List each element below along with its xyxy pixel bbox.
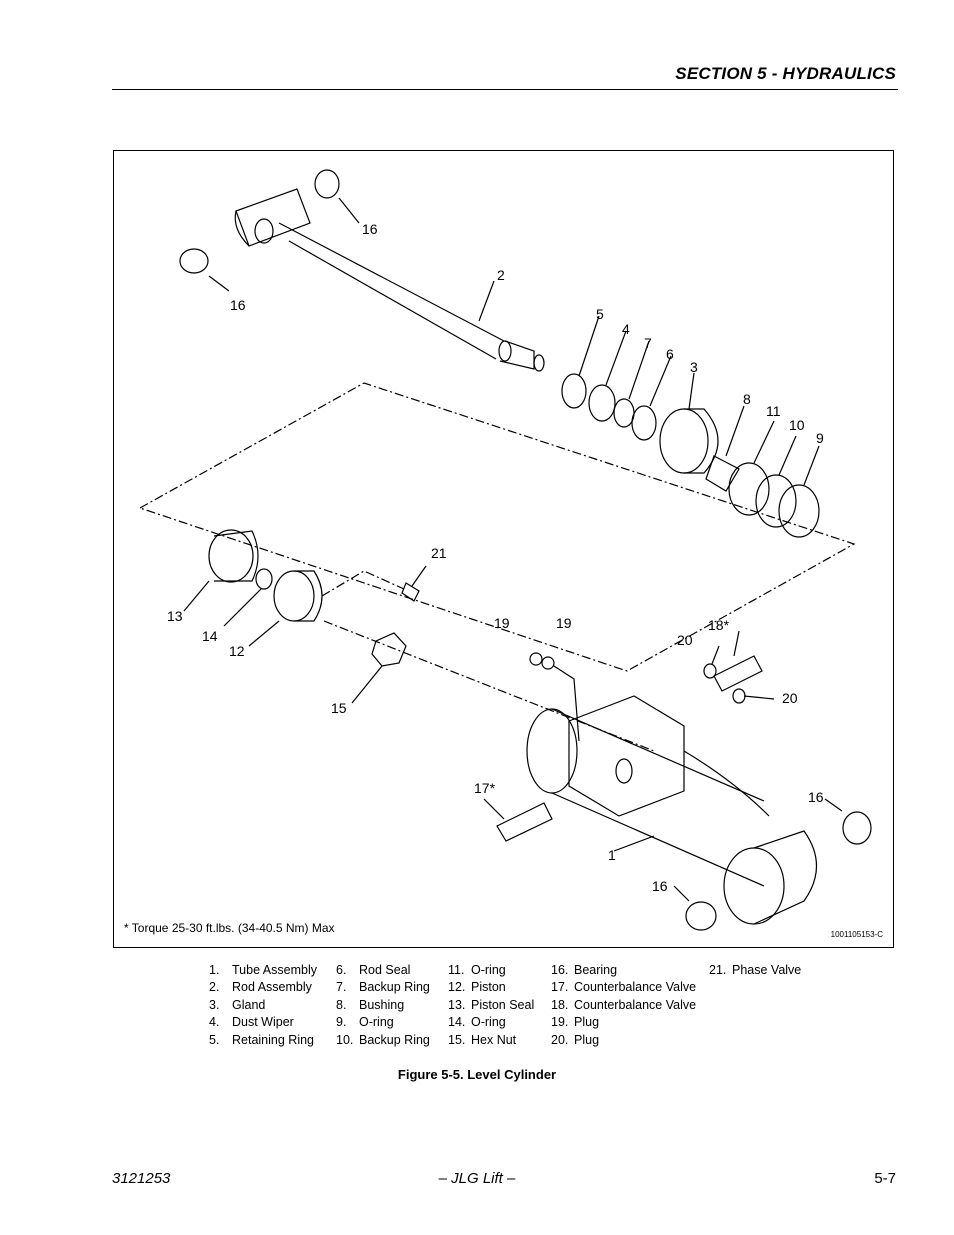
callout-18: 18* <box>708 617 730 633</box>
legend-column: 6.Rod Seal 7.Backup Ring 8.Bushing 9.O-r… <box>336 962 430 1049</box>
plug-19a <box>529 652 543 666</box>
piston-seal <box>208 529 254 583</box>
legend-item: 5.Retaining Ring <box>209 1032 314 1047</box>
page-number: 5-7 <box>874 1170 896 1187</box>
legend-item: 9.O-ring <box>336 1015 394 1030</box>
o-ring-9 <box>778 484 820 538</box>
legend-item: 11.O-ring <box>448 963 506 977</box>
counterbalance-valve-18 <box>713 655 763 692</box>
callout-17: 17* <box>474 780 496 796</box>
callout-14: 14 <box>202 628 218 644</box>
tube-eye <box>723 847 785 925</box>
torque-note: * Torque 25-30 ft.lbs. (34-40.5 Nm) Max <box>124 921 335 935</box>
plug-20a <box>703 663 717 679</box>
legend-item: 4.Dust Wiper <box>209 1015 294 1030</box>
legend-column: 21.Phase Valve <box>709 962 801 979</box>
callout-20: 20 <box>782 690 798 706</box>
header-rule <box>112 89 898 90</box>
callout-16: 16 <box>652 878 668 894</box>
o-ring-11 <box>728 462 770 516</box>
callout-19: 19 <box>556 615 572 631</box>
gland <box>659 408 709 474</box>
footer-company: – JLG Lift – <box>438 1170 516 1187</box>
section-title: SECTION 5 - HYDRAULICS <box>675 64 896 83</box>
legend-column: 11.O-ring 12.Piston 13.Piston Seal 14.O-… <box>448 962 534 1049</box>
legend-item: 2.Rod Assembly <box>209 980 312 995</box>
legend-column: 16.Bearing 17.Counterbalance Valve 18.Co… <box>551 962 696 1049</box>
legend-item: 21.Phase Valve <box>709 963 802 977</box>
legend-item: 20.Plug <box>551 1032 600 1047</box>
legend-item: 3.Gland <box>209 997 266 1012</box>
hex-nut <box>371 632 407 667</box>
legend-item: 14.O-ring <box>448 1015 506 1030</box>
callout-9: 9 <box>816 430 824 446</box>
callout-20: 20 <box>677 632 693 648</box>
rod-eye-bore <box>254 218 274 244</box>
counterbalance-valve-17 <box>496 802 553 842</box>
plug-20b <box>732 688 746 704</box>
callout-12: 12 <box>229 643 245 659</box>
legend-column: 1.Tube Assembly 2.Rod Assembly 3.Gland 4… <box>209 962 317 1049</box>
callout-10: 10 <box>789 417 805 433</box>
piston <box>273 570 315 622</box>
legend-item: 16.Bearing <box>551 963 618 977</box>
exploded-diagram: 16 16 2 5 4 7 6 3 8 11 10 9 21 13 14 12 … <box>113 150 894 948</box>
doc-number: 3121253 <box>112 1170 171 1187</box>
callout-7: 7 <box>644 335 652 351</box>
callout-11: 11 <box>766 403 781 419</box>
callout-1: 1 <box>608 847 616 863</box>
bushing <box>705 455 740 492</box>
legend-item: 7.Backup Ring <box>336 980 430 995</box>
callout-8: 8 <box>743 391 751 407</box>
legend-item: 1.Tube Assembly <box>209 963 317 977</box>
backup-ring-10 <box>755 474 797 528</box>
legend-item: 15.Hex Nut <box>448 1032 517 1047</box>
legend-item: 17.Counterbalance Valve <box>551 980 697 995</box>
callout-6: 6 <box>666 346 674 362</box>
legend-item: 18.Counterbalance Valve <box>551 997 697 1012</box>
rod-eye <box>235 188 311 247</box>
legend-item: 13.Piston Seal <box>448 997 535 1012</box>
dust-wiper <box>588 384 616 422</box>
bearing-left <box>179 248 209 274</box>
level-cylinder-drawing <box>138 169 872 931</box>
callout-2: 2 <box>497 267 505 283</box>
bearing-top <box>314 169 340 199</box>
legend-item: 6.Rod Seal <box>336 963 411 977</box>
callout-19: 19 <box>494 615 510 631</box>
bearing-bottom <box>685 901 717 931</box>
callout-16: 16 <box>808 789 824 805</box>
retaining-ring <box>561 373 587 409</box>
rod-eye-end <box>234 210 250 247</box>
callout-16: 16 <box>362 221 378 237</box>
callout-5: 5 <box>596 306 604 322</box>
legend-item: 8.Bushing <box>336 997 405 1012</box>
legend-item: 12.Piston <box>448 980 506 995</box>
plug-19b <box>541 656 555 670</box>
callout-4: 4 <box>622 321 630 337</box>
assembly-outline <box>138 382 856 672</box>
bearing-right <box>842 811 872 845</box>
callout-13: 13 <box>167 608 183 624</box>
callout-16: 16 <box>230 297 246 313</box>
phase-valve <box>401 582 420 602</box>
callout-15: 15 <box>331 700 347 716</box>
callout-3: 3 <box>690 359 698 375</box>
drawing-id: 1001105153-C <box>830 930 883 939</box>
legend-item: 10.Backup Ring <box>336 1032 430 1047</box>
figure-caption: Figure 5-5. Level Cylinder <box>397 1067 557 1082</box>
backup-ring-7 <box>613 398 635 428</box>
valve-block <box>568 695 685 817</box>
rod-seal <box>631 405 657 441</box>
o-ring-14 <box>255 568 273 590</box>
callout-21: 21 <box>431 545 447 561</box>
legend-item: 19.Plug <box>551 1015 600 1030</box>
